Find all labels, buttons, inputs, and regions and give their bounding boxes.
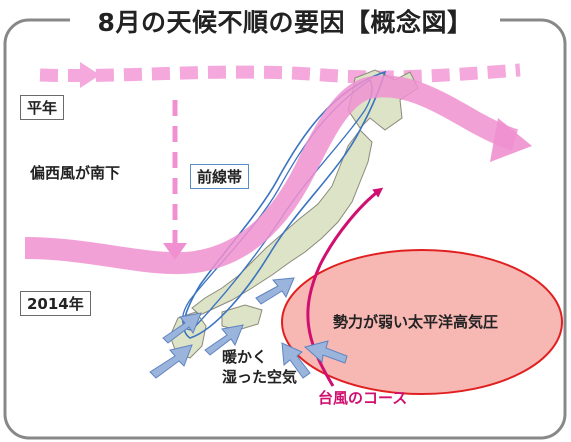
warm-moist-air-label-line2: 湿った空気 xyxy=(222,368,298,386)
westerly-jet-arrowhead xyxy=(490,118,532,162)
front-zone-label: 前線帯 xyxy=(190,164,250,189)
normal-year-label: 平年 xyxy=(20,95,65,120)
southward-shift-arrowhead xyxy=(163,243,187,260)
normal-westerly-jet xyxy=(39,63,521,84)
warm-moist-air-label-line1: 暖かく xyxy=(222,348,268,366)
diagram-title: 8月の天候不順の要因【概念図】 xyxy=(97,8,473,37)
moist-air-arrow xyxy=(255,277,295,305)
moist-air-arrow xyxy=(204,324,244,356)
moist-air-arrow xyxy=(149,344,193,379)
typhoon-course-label: 台風のコース xyxy=(318,389,408,407)
pacific-high-label: 勢力が弱い太平洋高気圧 xyxy=(333,313,499,331)
normal-jet-arrowhead-left xyxy=(80,62,100,88)
westerlies-shift-label: 偏西風が南下 xyxy=(30,164,121,182)
year-2014-label: 2014年 xyxy=(20,291,91,316)
westerly-jet-2014 xyxy=(24,75,519,275)
moist-air-arrow xyxy=(303,340,348,364)
pacific-high-ellipse xyxy=(281,249,563,395)
moist-air-arrow xyxy=(281,342,311,379)
front-zone-outline-1 xyxy=(183,70,387,339)
moist-air-arrows xyxy=(149,277,348,379)
moist-air-arrow xyxy=(162,312,202,344)
title-box: 8月の天候不順の要因【概念図】 xyxy=(70,2,500,40)
